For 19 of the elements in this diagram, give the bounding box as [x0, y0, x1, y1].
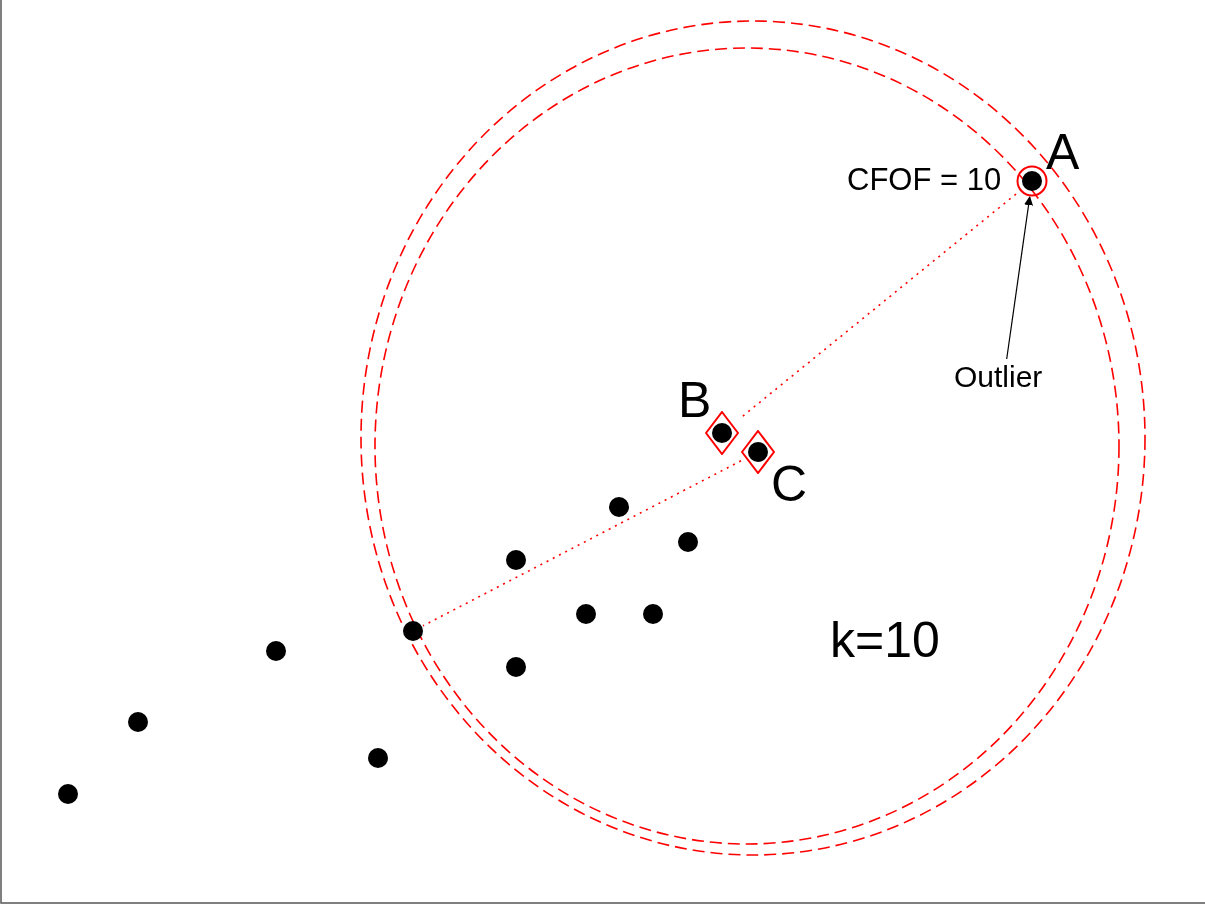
data-point — [678, 532, 698, 552]
point-label: A — [1046, 127, 1080, 177]
arrow — [1006, 196, 1034, 360]
point-label: C — [771, 459, 808, 509]
score-label: CFOF = 10 — [847, 164, 1002, 195]
data-point — [506, 657, 526, 677]
data-point — [506, 550, 526, 570]
callout-label: Outlier — [952, 359, 1045, 395]
data-point — [643, 604, 663, 624]
data-point — [368, 748, 388, 768]
data-point — [58, 784, 78, 804]
parameter-label: k=10 — [830, 615, 940, 665]
data-point — [576, 604, 596, 624]
data-point — [609, 497, 629, 517]
dotted-line — [422, 460, 742, 627]
point-label: B — [678, 375, 712, 425]
data-point — [128, 712, 148, 732]
data-point — [403, 621, 423, 641]
data-point — [266, 641, 286, 661]
